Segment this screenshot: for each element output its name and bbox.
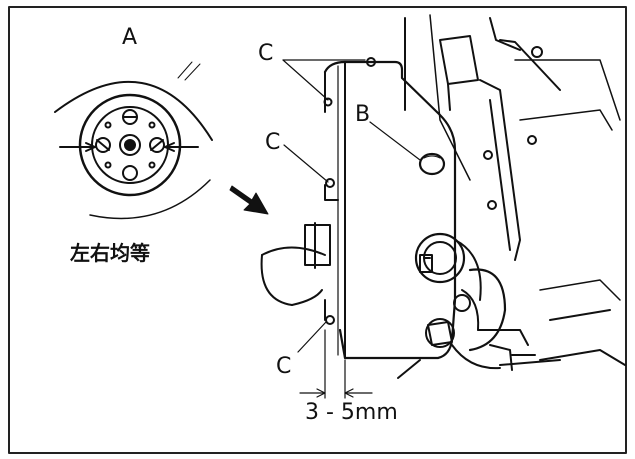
cover-plate: [323, 60, 457, 360]
figure-frame: [8, 6, 627, 454]
detail-view-a: [54, 61, 213, 220]
gap-dimension: 3 - 5mm: [305, 400, 398, 425]
label-a: A: [122, 25, 138, 50]
label-c-bottom: C: [276, 354, 292, 379]
label-b: B: [355, 102, 371, 127]
machine-view: [260, 14, 626, 399]
label-c-middle: C: [265, 130, 281, 155]
label-c-top: C: [258, 41, 274, 66]
hole-b: [418, 152, 446, 176]
equal-sides-caption: 左右均等: [70, 241, 150, 265]
direction-arrow: [229, 185, 269, 215]
